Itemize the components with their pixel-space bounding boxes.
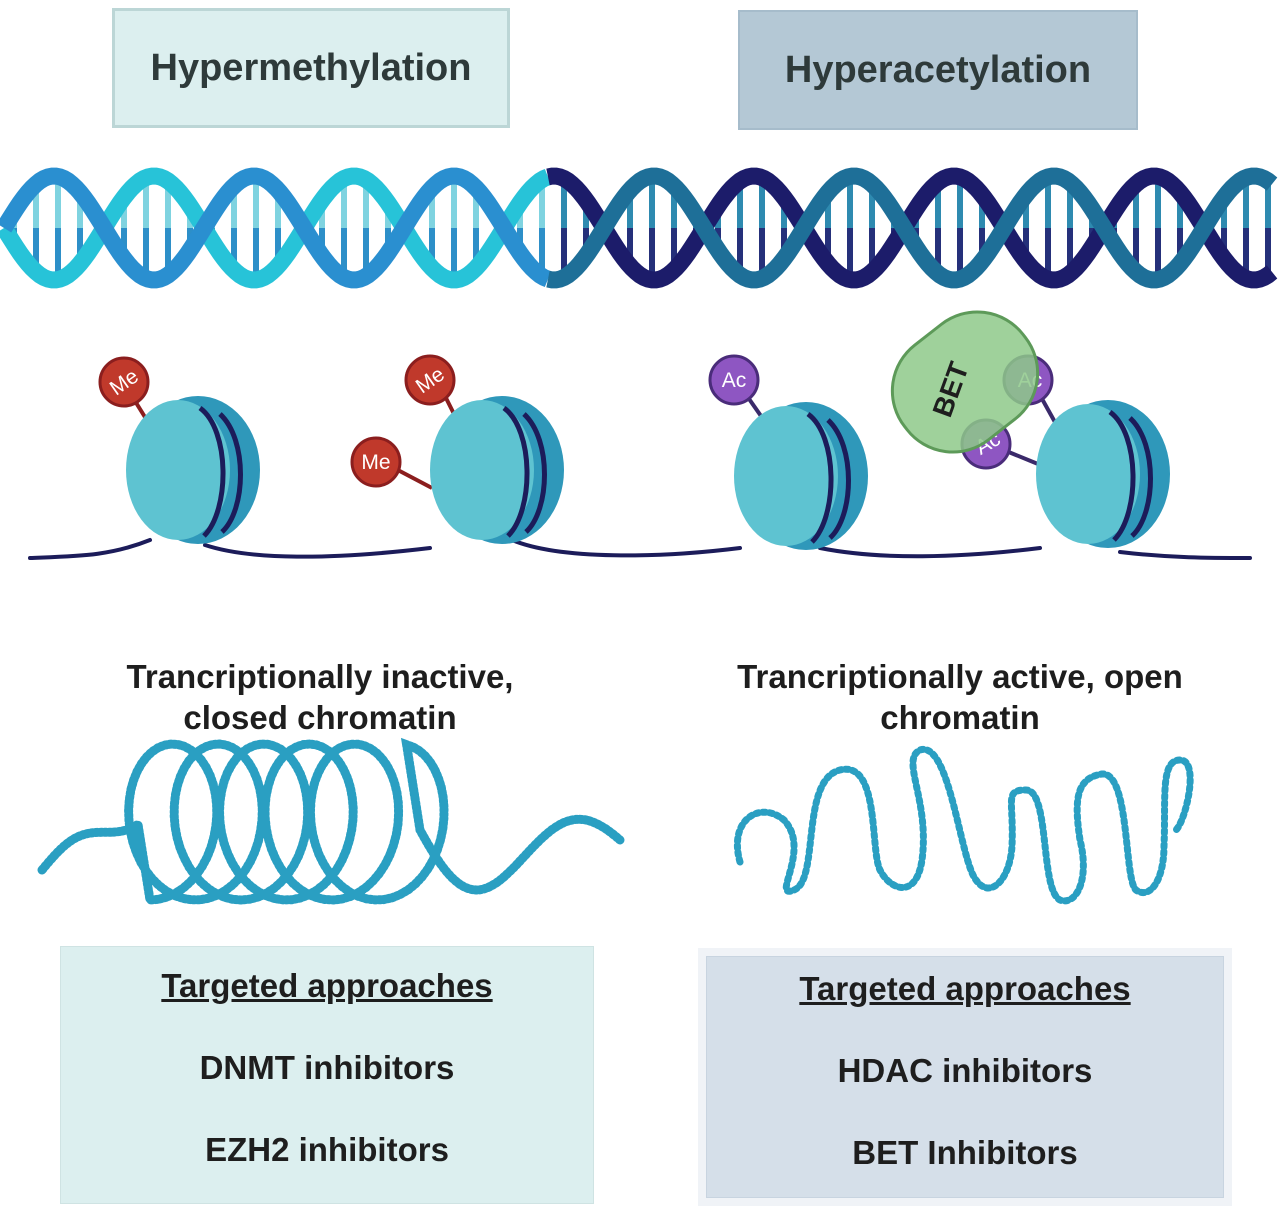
methyl-mark-3: Me xyxy=(350,436,402,488)
dna-strand-a-left xyxy=(0,167,552,289)
dna-wrap xyxy=(1108,409,1136,542)
bet-protein: BET xyxy=(890,310,1040,454)
dna-double-helix xyxy=(0,167,1278,289)
histone-core-face xyxy=(1036,404,1140,544)
open-chromatin-caption-line1: Trancriptionally active, open xyxy=(737,658,1183,695)
methylation-approaches-box: Targeted approaches DNMT inhibitors EZH2… xyxy=(60,946,594,1204)
acetyl-label: Ac xyxy=(722,369,747,392)
closed-chromatin-caption-line2: closed chromatin xyxy=(183,699,457,736)
dna-strand-b-right xyxy=(546,167,1278,289)
dna-wrap xyxy=(826,418,851,540)
dna-wrap xyxy=(1128,416,1153,538)
open-chromatin-caption-line2: chromatin xyxy=(880,699,1040,736)
open-chromatin-fiber xyxy=(734,746,1194,905)
methyl-circle xyxy=(98,356,150,408)
closed-chromatin-coil xyxy=(37,737,625,905)
acetylation-approach-1: HDAC inhibitors xyxy=(837,1052,1093,1089)
dna-strand-b-left xyxy=(0,167,552,289)
histone-core-face xyxy=(430,400,534,540)
histone-core-face xyxy=(734,406,838,546)
closed-chromatin-caption-line1: Trancriptionally inactive, xyxy=(126,658,514,695)
methyl-stalk xyxy=(393,466,433,490)
hyperacetylation-title: Hyperacetylation xyxy=(784,48,1092,91)
hypermethylation-header: Hypermethylation xyxy=(112,8,510,128)
acetylation-approaches-title: Targeted approaches xyxy=(799,970,1131,1007)
acetyl-mark-1: Ac xyxy=(708,354,760,406)
acetylation-approaches-box: Targeted approaches HDAC inhibitors BET … xyxy=(698,948,1232,1206)
dna-wrap xyxy=(502,405,530,538)
dna-wrap xyxy=(806,411,834,544)
dna-wrap xyxy=(198,405,226,538)
closed-chromatin-fiber xyxy=(37,737,625,905)
nucleosome-3 xyxy=(734,384,868,550)
histone-core-face xyxy=(126,400,230,540)
acetylation-approach-2: BET Inhibitors xyxy=(852,1134,1078,1171)
methylation-approach-2: EZH2 inhibitors xyxy=(205,1131,449,1168)
acetylation-approaches-panel: Targeted approaches HDAC inhibitors BET … xyxy=(706,956,1224,1198)
closed-chromatin-caption: Trancriptionally inactive, closed chroma… xyxy=(60,656,580,738)
chromatin-dna-line xyxy=(28,538,1252,560)
open-chromatin-fiber-group xyxy=(734,746,1194,905)
hyperacetylation-header: Hyperacetylation xyxy=(738,10,1138,130)
methyl-circle xyxy=(404,354,456,406)
acetyl-circle xyxy=(708,354,760,406)
dna-wrap xyxy=(522,412,547,534)
hypermethylation-title: Hypermethylation xyxy=(150,46,472,89)
methyl-circle xyxy=(350,436,402,488)
dna-wrap xyxy=(218,412,243,534)
methylation-approaches-title: Targeted approaches xyxy=(161,967,493,1004)
open-chromatin-caption: Trancriptionally active, open chromatin xyxy=(700,656,1220,738)
methyl-mark-1: Me xyxy=(98,356,150,408)
methyl-label: Me xyxy=(361,451,390,474)
bet-protein-body xyxy=(890,310,1040,454)
methyl-mark-2: Me xyxy=(404,354,456,406)
methylation-approach-1: DNMT inhibitors xyxy=(199,1049,455,1086)
nucleosome-2 xyxy=(393,385,564,544)
nucleosome-1 xyxy=(120,378,260,544)
dna-strand-a-right xyxy=(546,167,1278,289)
